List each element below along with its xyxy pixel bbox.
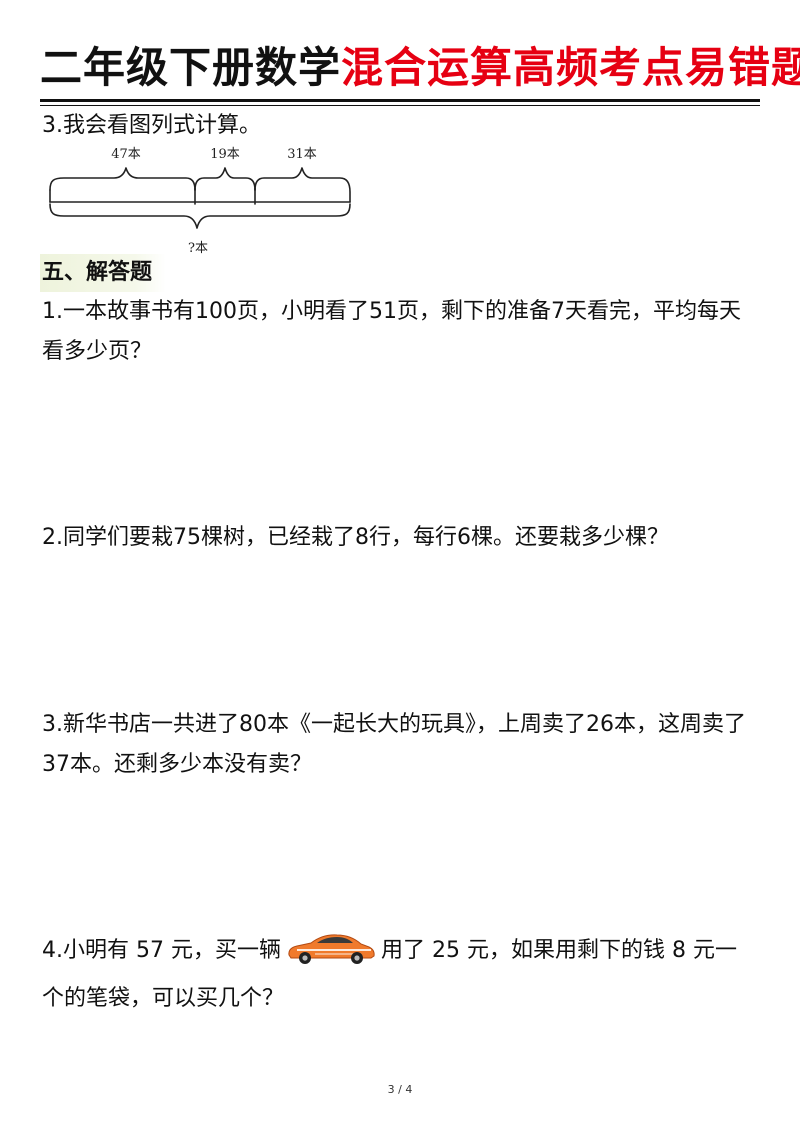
toy-car-icon: [285, 931, 377, 979]
title-rule-thick: [40, 99, 760, 102]
segment-label-1: 47本: [111, 147, 141, 162]
title-rule-thin: [40, 105, 760, 106]
page-number: 3 / 4: [387, 1083, 413, 1096]
segment-label-3: 31本: [287, 147, 317, 162]
top-brace-segment-1: [49, 167, 196, 191]
problem-2: 2.同学们要栽75棵树，已经栽了8行，每行6棵。还要栽多少棵？: [42, 525, 669, 550]
title-part-red: 混合运算高频考点易错题: [341, 43, 800, 92]
title-part-black: 二年级下册数学: [40, 43, 342, 92]
segment-label-2: 19本: [210, 147, 240, 162]
problem-4-text-before: 4.小明有 57 元，买一辆: [42, 938, 281, 963]
top-brace-segment-2: [194, 167, 256, 191]
problem-4: 4.小明有 57 元，买一辆 用了 25 元，如果用剩下的钱 8 元一个的笔袋，…: [42, 931, 758, 1019]
problem-4-text-after: 用了 25 元，如果用剩下的钱 8 元一个的笔袋，可以买几个？: [42, 938, 737, 1011]
question-3-prompt: 3.我会看图列式计算。: [42, 113, 261, 138]
top-brace-segment-3: [254, 167, 351, 203]
section-header: 五、解答题: [40, 254, 166, 292]
bottom-brace: [49, 203, 351, 229]
problem-3: 3.新华书店一共进了80本《一起长大的玩具》，上周卖了26本，这周卖了37本。还…: [42, 712, 746, 777]
bracket-diagram: 47本 19本 31本 ?本: [49, 147, 351, 256]
total-label: ?本: [188, 241, 208, 256]
problem-1: 1.一本故事书有100页，小明看了51页，剩下的准备7天看完，平均每天看多少页？: [42, 299, 741, 364]
page-title: 二年级下册数学混合运算高频考点易错题: [40, 40, 800, 96]
